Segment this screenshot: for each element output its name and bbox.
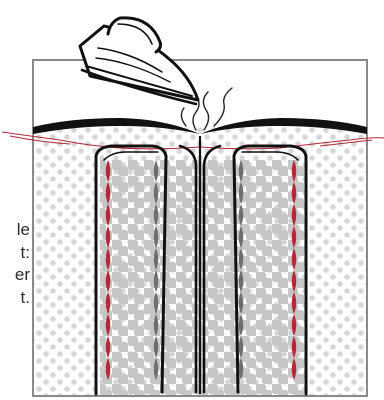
seam-pressing-illustration bbox=[0, 0, 384, 400]
